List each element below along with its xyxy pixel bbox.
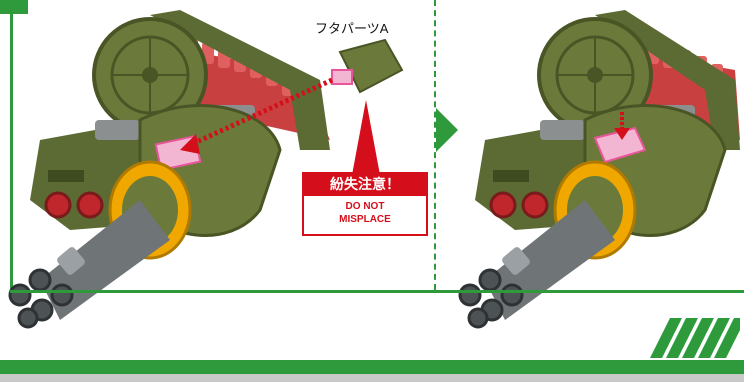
footer-green-band — [0, 360, 744, 374]
gatling-gun-illustration-after — [458, 10, 740, 329]
next-step-arrow-icon — [436, 108, 458, 152]
warning-title: 紛失注意！ — [304, 174, 426, 196]
drum-magazine — [92, 10, 330, 150]
warning-pointer — [352, 100, 380, 175]
cover-part-a — [331, 38, 404, 94]
part-name-label: フタパーツA — [315, 21, 389, 36]
decorative-stripes — [650, 318, 740, 358]
attach-arrow — [180, 77, 334, 154]
warning-line-1: DO NOT — [345, 201, 385, 212]
corner-tab — [0, 0, 28, 14]
step-divider — [434, 0, 436, 290]
warning-english: DO NOT MISPLACE — [304, 196, 426, 226]
attach-down-arrow — [614, 112, 630, 140]
panel-left-border — [10, 0, 13, 290]
gatling-gun-illustration-before — [8, 10, 404, 329]
panel-bottom-border — [10, 290, 744, 293]
warning-line-2: MISPLACE — [339, 214, 391, 225]
drum-magazine — [537, 10, 740, 150]
warning-box: 紛失注意！ DO NOT MISPLACE — [302, 172, 428, 236]
footer-grey-band — [0, 374, 744, 382]
